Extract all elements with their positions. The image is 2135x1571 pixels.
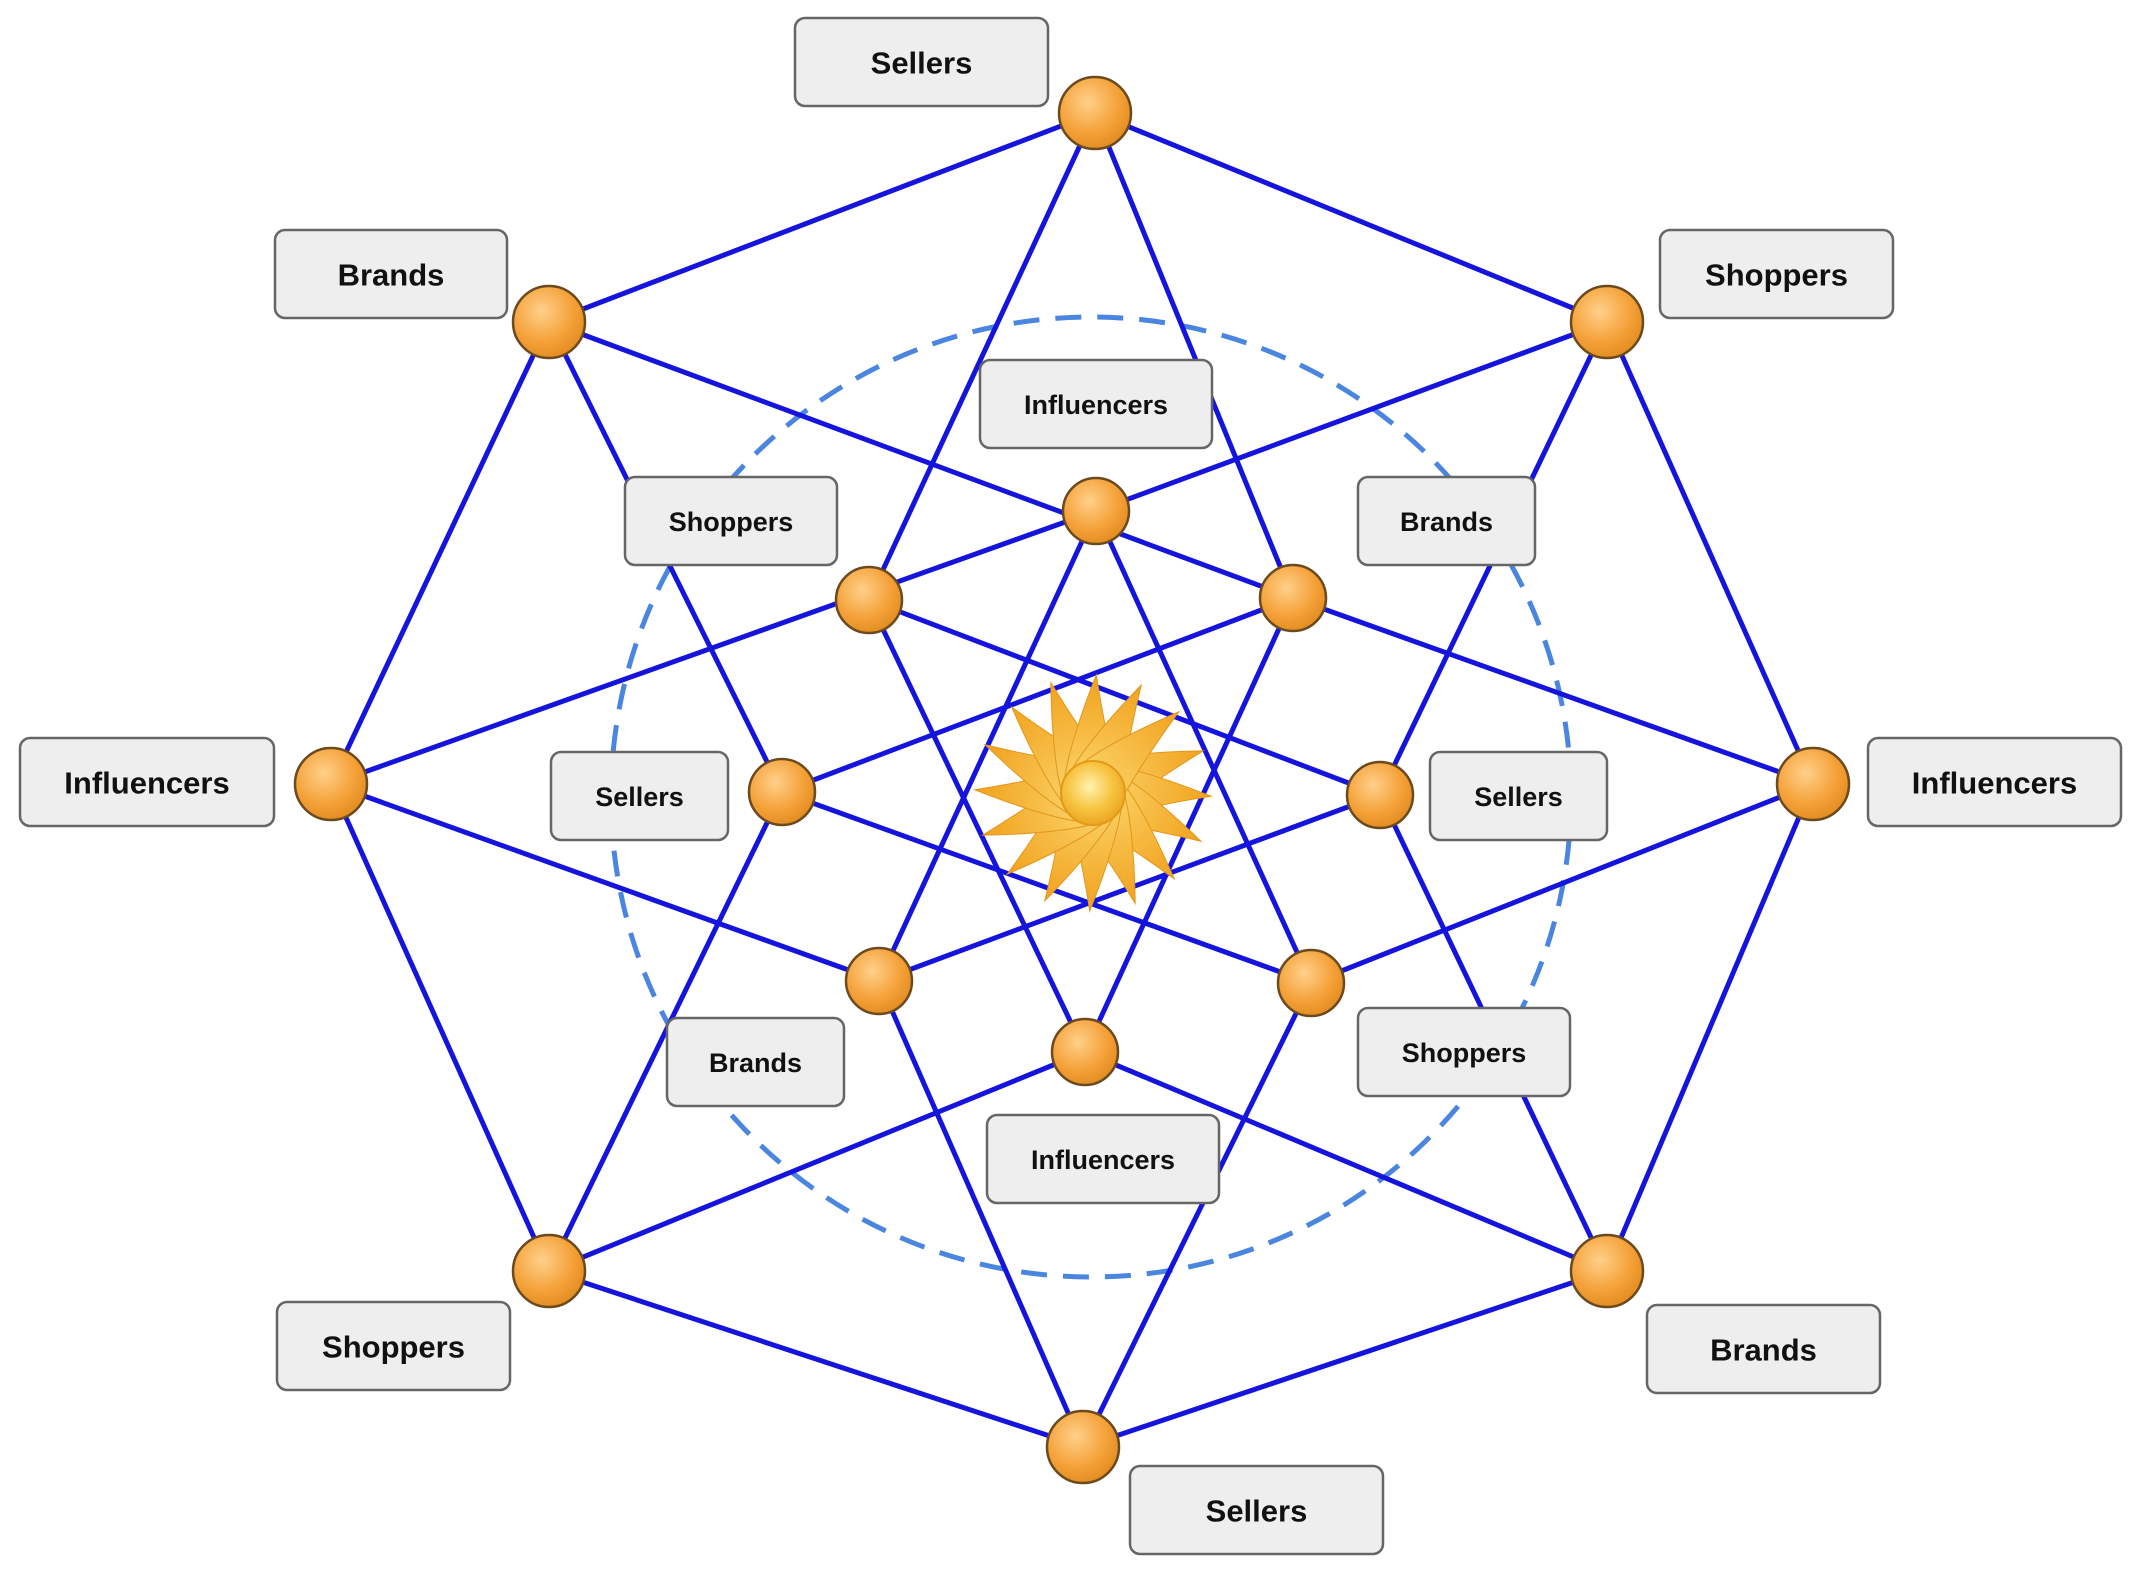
- inner-top-label: Influencers: [978, 358, 1214, 450]
- outer-top-label: Sellers: [793, 16, 1050, 108]
- connection-line: [546, 110, 1098, 325]
- connection-line: [1093, 508, 1314, 986]
- inner-bottom-right-label: Shoppers: [1356, 1006, 1572, 1098]
- outer-right-label-text: Influencers: [1912, 766, 2077, 801]
- outer-bottom-left-label-box: [275, 1300, 512, 1392]
- inner-bottom-label: Influencers: [985, 1113, 1221, 1205]
- connection-line: [1308, 781, 1816, 986]
- connection-line: [1092, 110, 1610, 325]
- connection-line: [546, 789, 785, 1274]
- inner-right-label-box: [1428, 750, 1609, 842]
- outer-node: [511, 284, 587, 360]
- outer-node: [1569, 1233, 1645, 1309]
- inner-left-label: Sellers: [549, 750, 730, 842]
- outer-left-label: Influencers: [18, 736, 276, 828]
- connection-line: [866, 597, 1383, 798]
- connection-line: [328, 508, 1099, 787]
- outer-right-label-box: [1866, 736, 2123, 828]
- outer-bottom-right-label-box: [1645, 1303, 1882, 1395]
- outer-left-label-text: Influencers: [64, 766, 229, 801]
- outer-top-right-label-box: [1658, 228, 1895, 320]
- inner-top-right-label-text: Brands: [1400, 507, 1493, 537]
- outer-right-label: Influencers: [1866, 736, 2123, 828]
- outer-top-label-text: Sellers: [871, 46, 973, 81]
- inner-bottom-left-label-box: [665, 1016, 846, 1108]
- connection-line: [1604, 781, 1816, 1274]
- connection-line: [328, 781, 552, 1274]
- outer-node: [511, 1233, 587, 1309]
- connection-line: [1080, 1268, 1610, 1450]
- outer-top-left-label: Brands: [273, 228, 509, 320]
- connection-line: [1082, 1049, 1610, 1274]
- connection-line: [1080, 980, 1314, 1450]
- outer-bottom-right-label: Brands: [1645, 1303, 1882, 1395]
- outer-bottom-left-label: Shoppers: [275, 1300, 512, 1392]
- inner-node: [1345, 760, 1415, 830]
- inner-left-label-box: [549, 750, 730, 842]
- outer-left-label-box: [18, 736, 276, 828]
- outer-bottom-left-label-text: Shoppers: [322, 1330, 465, 1365]
- connection-line: [328, 781, 882, 984]
- sun-core: [1060, 760, 1126, 826]
- inner-node: [747, 757, 817, 827]
- outer-bottom-label-box: [1128, 1464, 1385, 1556]
- inner-bottom-right-label-box: [1356, 1006, 1572, 1098]
- outer-node: [1057, 75, 1133, 151]
- inner-bottom-label-box: [985, 1113, 1221, 1205]
- inner-bottom-left-label: Brands: [665, 1016, 846, 1108]
- connection-line: [1290, 595, 1816, 787]
- outer-node: [1569, 284, 1645, 360]
- connection-line: [866, 597, 1088, 1055]
- connection-line: [1093, 319, 1610, 514]
- outer-bottom-label: Sellers: [1128, 1464, 1385, 1556]
- outer-top-left-label-text: Brands: [338, 258, 445, 293]
- inner-bottom-left-label-text: Brands: [709, 1048, 802, 1078]
- connection-line: [1604, 319, 1816, 787]
- connection-line: [328, 319, 552, 787]
- connection-line: [546, 319, 1296, 601]
- inner-top-right-label-box: [1356, 475, 1537, 567]
- connection-line: [546, 1268, 1086, 1450]
- outer-node: [1045, 1409, 1121, 1485]
- inner-top-label-box: [978, 358, 1214, 450]
- outer-node: [293, 746, 369, 822]
- outer-bottom-label-text: Sellers: [1206, 1494, 1308, 1529]
- outer-node: [1775, 746, 1851, 822]
- connection-line: [876, 978, 1086, 1450]
- connection-line: [866, 110, 1098, 603]
- inner-node: [1061, 476, 1131, 546]
- connection-line: [1082, 595, 1296, 1055]
- outer-top-right-label-text: Shoppers: [1705, 258, 1848, 293]
- inner-node: [1050, 1017, 1120, 1087]
- connection-line: [1092, 110, 1296, 601]
- outer-top-left-label-box: [273, 228, 509, 320]
- inner-bottom-label-text: Influencers: [1031, 1145, 1175, 1175]
- inner-bottom-right-label-text: Shoppers: [1402, 1038, 1527, 1068]
- inner-right-label-text: Sellers: [1474, 782, 1563, 812]
- outer-bottom-right-label-text: Brands: [1710, 1333, 1817, 1368]
- connection-line: [546, 1049, 1088, 1274]
- inner-node: [1258, 563, 1328, 633]
- outer-top-label-box: [793, 16, 1050, 108]
- connection-line: [779, 595, 1296, 795]
- inner-left-label-text: Sellers: [595, 782, 684, 812]
- inner-top-right-label: Brands: [1356, 475, 1537, 567]
- inner-top-left-label-text: Shoppers: [669, 507, 794, 537]
- connection-line: [779, 789, 1314, 986]
- node-layer: [293, 75, 1851, 1485]
- inner-node: [834, 565, 904, 635]
- inner-node: [844, 946, 914, 1016]
- label-layer: SellersShoppersInfluencersBrandsSellersS…: [18, 16, 2123, 1556]
- inner-top-left-label-box: [623, 475, 839, 567]
- inner-top-label-text: Influencers: [1024, 390, 1168, 420]
- outer-top-right-label: Shoppers: [1658, 228, 1895, 320]
- inner-top-left-label: Shoppers: [623, 475, 839, 567]
- inner-node: [1276, 948, 1346, 1018]
- inner-right-label: Sellers: [1428, 750, 1609, 842]
- sun-icon: [972, 672, 1214, 914]
